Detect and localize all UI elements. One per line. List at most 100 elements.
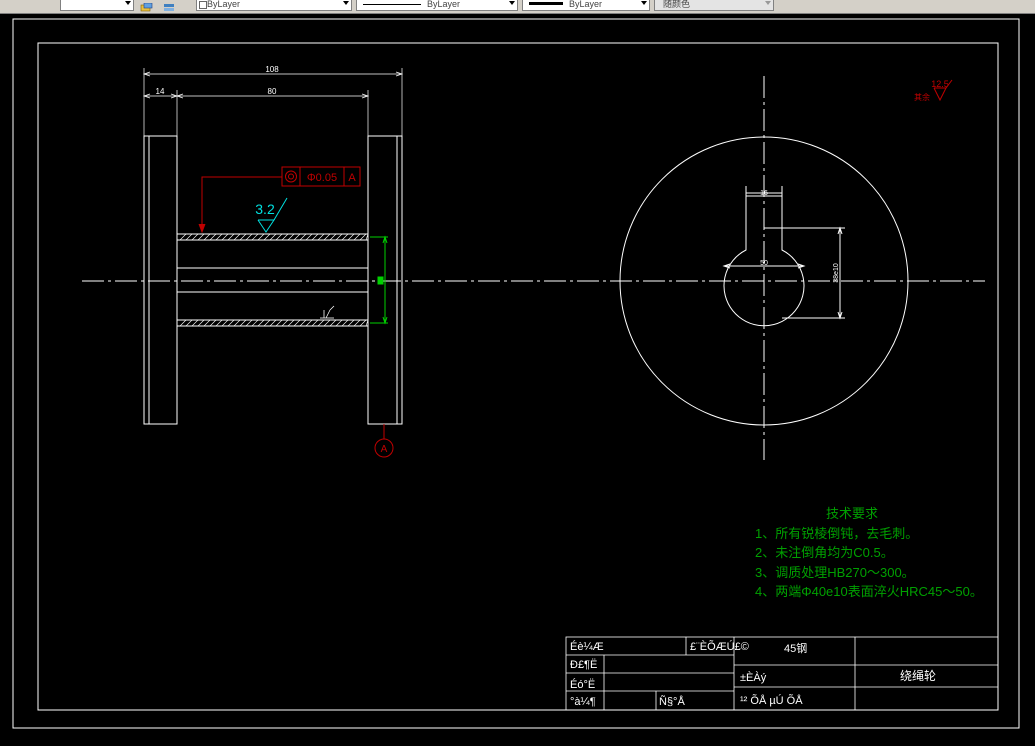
- hatch-line: [335, 319, 343, 327]
- layer-dropdown[interactable]: [60, 0, 134, 11]
- hatch-line: [185, 319, 193, 327]
- dim-flange-width: 14: [156, 87, 165, 96]
- material-label: £¨ÈÕÆÚ£©: [690, 640, 749, 653]
- hatch-line: [257, 319, 265, 327]
- hatch-line: [359, 319, 367, 327]
- hatch-line: [299, 319, 307, 327]
- reviewer-label: Éó°Ë: [570, 678, 595, 691]
- hatch-line: [305, 233, 313, 241]
- layer-states-icon[interactable]: [140, 0, 154, 12]
- hatch-line: [269, 319, 277, 327]
- plotstyle-value: 随颜色: [663, 0, 691, 9]
- tech-req-item: 2、未注倒角均为C0.5。: [755, 545, 894, 560]
- drawing-canvas[interactable]: 108 14 80 Φ0.05 A 3.2 A: [0, 14, 1035, 741]
- approver-label: °à¼¶: [570, 696, 596, 708]
- hatch-line: [365, 233, 369, 241]
- hatch-line: [287, 233, 295, 241]
- hatch-line: [311, 319, 319, 327]
- hatch-line: [317, 233, 325, 241]
- hatch-line: [185, 233, 193, 241]
- roughness-symbol: [257, 197, 288, 233]
- dim-bore-diameter: 50: [760, 260, 768, 267]
- hatch-line: [293, 319, 301, 327]
- side-view: [143, 135, 403, 425]
- datum-label: A: [381, 444, 388, 455]
- hatch-line: [215, 319, 223, 327]
- hatch-line: [293, 233, 301, 241]
- linetype-preview: [363, 4, 421, 5]
- general-roughness: [933, 79, 953, 102]
- hatch-line: [275, 319, 283, 327]
- hatch-line: [281, 233, 289, 241]
- drawing-frame: [37, 42, 999, 711]
- hatch-line: [335, 233, 343, 241]
- plotstyle-dropdown[interactable]: 随颜色: [654, 0, 774, 11]
- hatch-line: [359, 233, 367, 241]
- hatch-line: [233, 233, 241, 241]
- hatch-line: [353, 319, 361, 327]
- hatch-line: [299, 233, 307, 241]
- hatch-line: [197, 233, 205, 241]
- hatch-line: [215, 233, 223, 241]
- designer-label: Éè¼Æ: [570, 640, 604, 653]
- hatch-line: [305, 319, 313, 327]
- hatch-line: [203, 233, 211, 241]
- properties-toolbar: ByLayer ByLayer ByLayer 随颜色: [0, 0, 1035, 14]
- hatch-line: [341, 233, 349, 241]
- dim-overall-length: 108: [265, 65, 279, 74]
- hatch-line: [281, 319, 289, 327]
- roughness-value: 3.2: [255, 201, 275, 217]
- color-dropdown[interactable]: ByLayer: [196, 0, 352, 11]
- lineweight-dropdown[interactable]: ByLayer: [522, 0, 650, 11]
- sheet-info: ¹² ÕÅ µÚ ÕÅ: [740, 694, 803, 707]
- hatch-line: [329, 319, 337, 327]
- hatch-line: [203, 319, 211, 327]
- hatch-line: [233, 319, 241, 327]
- chevron-down-icon: [509, 1, 515, 5]
- part-name: 绕绳轮: [900, 669, 936, 683]
- tech-req-item: 4、两端Φ40e10表面淬火HRC45～50。: [755, 584, 983, 599]
- hatch-line: [275, 233, 283, 241]
- color-swatch-icon: [199, 1, 207, 9]
- hatch-line: [353, 233, 361, 241]
- dim-keyway-depth: 38e10: [833, 263, 840, 283]
- lineweight-value: ByLayer: [569, 0, 603, 9]
- hatch-line: [197, 319, 205, 327]
- lineweight-preview: [529, 2, 563, 5]
- hatch-line: [191, 319, 199, 327]
- chevron-down-icon: [125, 1, 131, 5]
- linetype-dropdown[interactable]: ByLayer: [356, 0, 518, 11]
- hatch-line: [323, 319, 331, 327]
- tech-requirements: 技术要求 1、所有锐棱倒钝，去毛刺。 2、未注倒角均为C0.5。 3、调质处理H…: [755, 506, 983, 599]
- tolerance-value: Φ0.05: [307, 172, 337, 184]
- hatch-line: [179, 319, 187, 327]
- hatching: [179, 233, 369, 327]
- tolerance-datum: A: [348, 172, 356, 184]
- general-roughness-value: 12.5: [931, 79, 949, 89]
- checker-label: Ð£¶Ë: [570, 659, 597, 671]
- hatch-line: [311, 233, 319, 241]
- front-view: [619, 76, 909, 460]
- layer-previous-icon[interactable]: [162, 0, 176, 11]
- hatch-line: [245, 319, 253, 327]
- hatch-line: [317, 319, 325, 327]
- hatch-line: [239, 233, 247, 241]
- hatch-line: [209, 233, 217, 241]
- hatch-line: [227, 319, 235, 327]
- hatch-line: [209, 319, 217, 327]
- sheet-border: [12, 18, 1020, 729]
- hatch-line: [227, 233, 235, 241]
- general-roughness-note: 其余: [914, 92, 930, 102]
- hatch-line: [329, 233, 337, 241]
- color-value: ByLayer: [207, 0, 241, 9]
- hatch-line: [323, 233, 331, 241]
- hatch-line: [287, 319, 295, 327]
- green-dimension: [370, 235, 388, 325]
- hatch-line: [221, 233, 229, 241]
- hatch-line: [269, 233, 277, 241]
- hatch-line: [251, 233, 259, 241]
- tech-req-item: 3、调质处理HB270～300。: [755, 565, 915, 580]
- dim-keyway-width: 16: [760, 190, 768, 197]
- tech-req-item: 1、所有锐棱倒钝，去毛刺。: [755, 526, 918, 541]
- hatch-line: [245, 233, 253, 241]
